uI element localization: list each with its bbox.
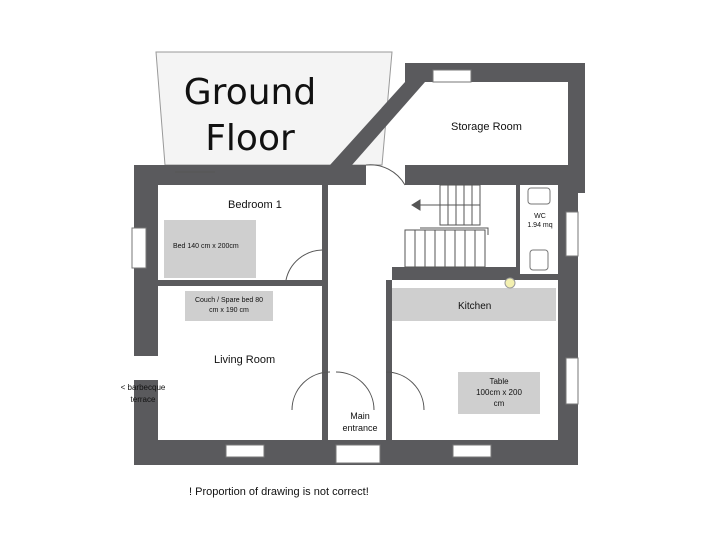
terrace-opening bbox=[100, 356, 158, 380]
wc-label: WC 1.94 mq bbox=[527, 213, 553, 229]
bed bbox=[164, 220, 256, 278]
storage-room-label: Storage Room bbox=[451, 121, 522, 133]
lamp-icon bbox=[504, 277, 516, 289]
main-entrance-label: Main entrance bbox=[342, 411, 378, 433]
furniture bbox=[164, 220, 556, 414]
title-line-2: Floor bbox=[205, 118, 295, 159]
proportion-note: ! Proportion of drawing is not correct! bbox=[189, 486, 369, 498]
living-room-label: Living Room bbox=[214, 354, 276, 366]
table bbox=[458, 372, 540, 414]
bedroom-label: Bedroom 1 bbox=[228, 199, 282, 211]
outdoor-area bbox=[155, 51, 393, 166]
kitchen-counter bbox=[392, 288, 556, 321]
kitchen-label: Kitchen bbox=[458, 301, 492, 312]
barbecue-terrace-label: < barbecque terrace bbox=[120, 383, 166, 404]
couch-label: Couch / Spare bed 80 cm x 190 cm bbox=[194, 297, 264, 314]
doors bbox=[175, 164, 425, 411]
wc-fixtures bbox=[527, 187, 551, 271]
bed-label: Bed 140 cm x 200cm bbox=[173, 243, 239, 250]
table-label: Table 100cm x 200 cm bbox=[476, 377, 522, 408]
page-title: Ground Floor bbox=[180, 70, 320, 162]
title-line-1: Ground bbox=[183, 72, 317, 113]
stairs bbox=[404, 184, 489, 268]
couch bbox=[185, 291, 273, 321]
windows bbox=[131, 69, 579, 464]
